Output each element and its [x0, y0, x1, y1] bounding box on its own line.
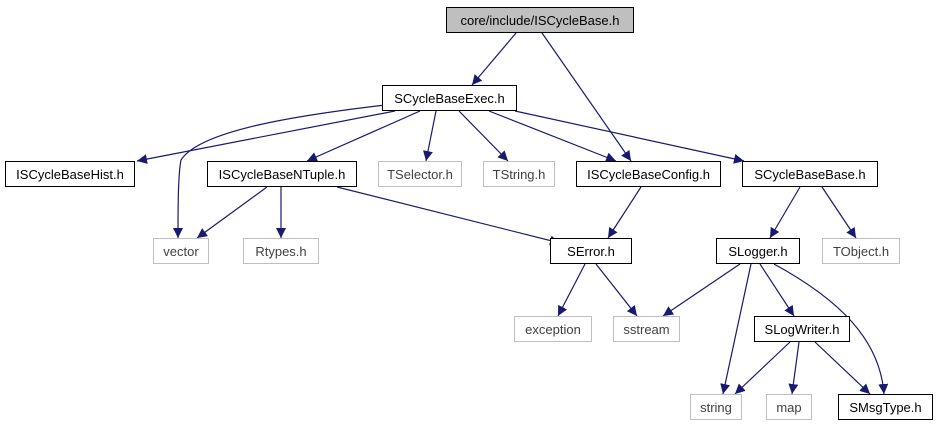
node-iscyclebase-h[interactable]: core/include/ISCycleBase.h [446, 7, 634, 33]
node-tstring-h[interactable]: TString.h [483, 161, 555, 187]
node-slogwriter-h[interactable]: SLogWriter.h [754, 316, 850, 342]
edge-exec-to-base [514, 110, 745, 164]
edge-ntuple-to-vector [196, 186, 268, 239]
node-exception[interactable]: exception [514, 316, 592, 342]
edge-slogger-to-slogwriter [759, 263, 795, 317]
edge-root-to-config [541, 32, 632, 162]
edge-serror-to-exception [557, 263, 586, 317]
edge-base-to-tobject [821, 186, 857, 239]
edge-exec-to-tselector [423, 110, 437, 162]
node-scyclebasebase-h[interactable]: SCycleBaseBase.h [742, 161, 878, 187]
node-tselector-h[interactable]: TSelector.h [378, 161, 462, 187]
edge-root-to-exec [471, 32, 517, 86]
edge-ntuple-to-serror [336, 186, 561, 246]
edge-exec-to-hist [136, 110, 396, 165]
node-rtypes-h[interactable]: Rtypes.h [243, 238, 319, 264]
node-tobject-h[interactable]: TObject.h [822, 238, 900, 264]
edge-exec-to-tstring [458, 110, 509, 162]
node-string[interactable]: string [690, 394, 742, 420]
node-smsgtype-h[interactable]: SMsgType.h [838, 394, 933, 420]
edge-slogwriter-to-smsgtype [814, 341, 871, 395]
node-scyclebaseexec-h[interactable]: SCycleBaseExec.h [382, 85, 517, 111]
edge-exec-to-config [488, 110, 617, 162]
edge-base-to-slogger [769, 186, 801, 239]
node-iscyclebaseconfig-h[interactable]: ISCycleBaseConfig.h [576, 161, 721, 187]
node-serror-h[interactable]: SError.h [550, 238, 632, 264]
node-iscyclebasentuple-h[interactable]: ISCycleBaseNTuple.h [207, 161, 357, 187]
node-sstream[interactable]: sstream [613, 316, 680, 342]
edge-exec-to-vector [173, 104, 386, 239]
edge-slogwriter-to-map [788, 341, 800, 395]
node-slogger-h[interactable]: SLogger.h [716, 238, 800, 264]
node-iscyclebasehist-h[interactable]: ISCycleBaseHist.h [5, 161, 135, 187]
edge-serror-to-sstream [595, 263, 638, 317]
node-map[interactable]: map [766, 394, 812, 420]
edge-slogger-to-smsgtype [773, 263, 889, 395]
node-vector[interactable]: vector [153, 238, 209, 264]
edge-config-to-serror [607, 186, 642, 239]
edge-slogger-to-string [720, 263, 752, 395]
edge-slogwriter-to-string [734, 341, 791, 395]
edge-exec-to-ntuple [306, 110, 421, 162]
edge-slogger-to-sstream [662, 263, 741, 317]
